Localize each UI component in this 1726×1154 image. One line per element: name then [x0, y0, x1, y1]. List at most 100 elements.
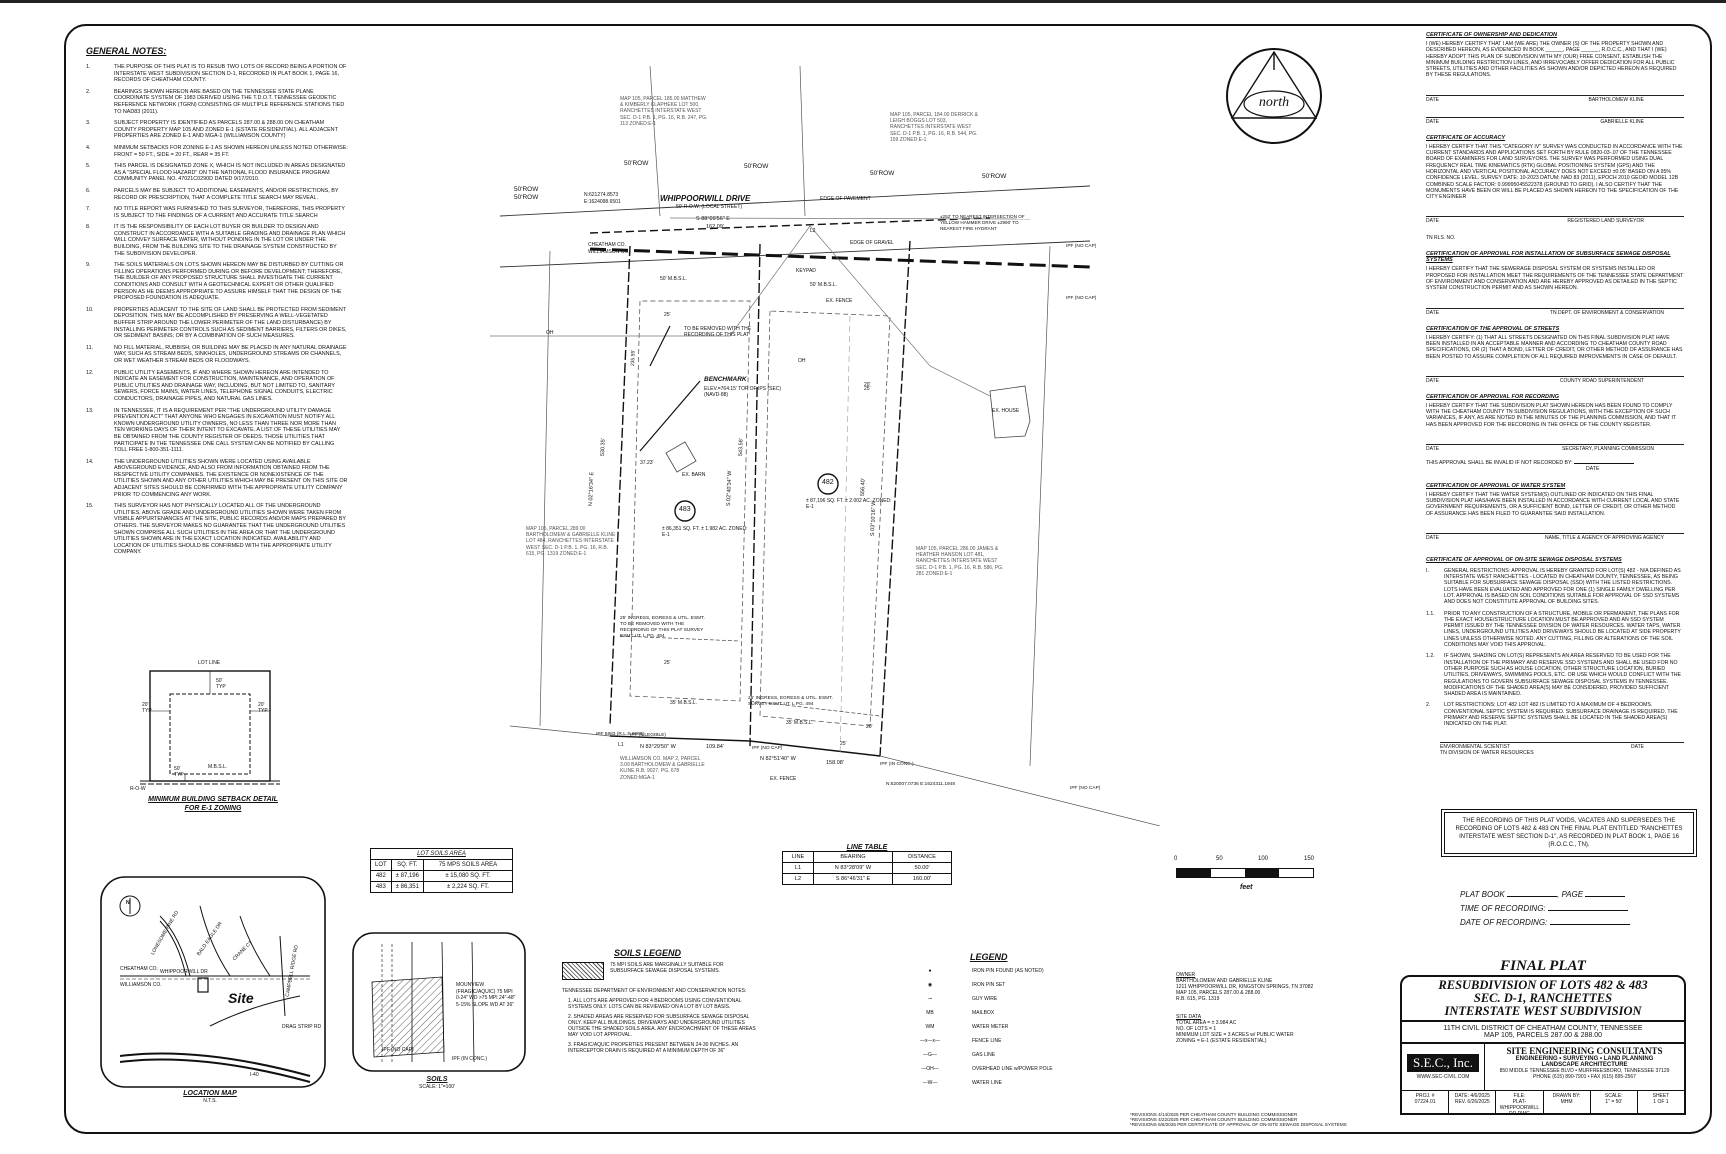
cert-onsite-title: CERTIFICATE OF APPROVAL OF ON-SITE SEWAG…: [1426, 556, 1622, 563]
cert-sewage-title: CERTIFICATION OF APPROVAL FOR INSTALLATI…: [1426, 251, 1671, 264]
soils-legend-title: SOILS LEGEND: [614, 948, 682, 958]
setback-msbl: M.B.S.L.: [208, 764, 228, 770]
table-row: L2 S 86°46'31" E 160.00': [782, 873, 952, 885]
county-label: CHEATHAM CO.: [588, 242, 626, 248]
owner-line: BARTHOLOMEW AND GABRIELLE KLINE: [1176, 978, 1273, 984]
firm-logo: S.E.C., Inc.: [1407, 1054, 1479, 1072]
soils-map-ipf: IPF (IN CONC.): [452, 1056, 487, 1062]
site-data-title: SITE DATA: [1176, 1014, 1202, 1020]
setback-bottom-typ: TYP: [174, 772, 184, 778]
general-note-text: THIS PARCEL IS DESIGNATED ZONE X, WHICH …: [114, 163, 346, 183]
scale-tick: 100: [1258, 856, 1269, 862]
soils-map-drawing: [352, 932, 526, 1072]
cert-streets-text: I HEREBY CERTIFY: (1) THAT ALL STREETS D…: [1426, 334, 1683, 360]
ipf-label: IPF (NO CAP): [1066, 244, 1097, 249]
plat-book-label: PLAT BOOK: [1460, 890, 1505, 899]
onsite-item-text: PRIOR TO ANY CONSTRUCTION OF A STRUCTURE…: [1444, 610, 1681, 649]
table-row: L1 N 83°28'09" W 50.00': [782, 862, 952, 874]
row-label: 50'ROW: [514, 186, 539, 193]
setback-right-typ: TYP: [258, 708, 268, 714]
date-recording-label: DATE OF RECORDING:: [1460, 918, 1548, 927]
title-footer-cell: DRAWN BY:MHM: [1544, 1091, 1591, 1113]
adjacent-owner: MAP 105, PARCEL 289.00 BARTHOLOMEW & GAB…: [526, 526, 616, 557]
road-sub: 50' R.O.W. (LOCAL STREET): [676, 204, 743, 210]
overhead-line: [839, 315, 851, 757]
dim-label: 20': [866, 724, 873, 730]
table-cell: 482: [370, 870, 392, 882]
title-footer-value: PLAT-WHIPPOORWILL DR.DWG: [1499, 1099, 1540, 1117]
location-map-label: WHIPPOORWILL DR: [160, 969, 208, 975]
table-cell: 160.00': [892, 873, 952, 885]
general-note: 13.IN TENNESSEE, IT IS A REQUIREMENT PER…: [86, 408, 348, 454]
county-label: WILLIAMSON CO.: [588, 249, 630, 255]
sig-label: TN DEPT. OF ENVIRONMENT & CONSERVATION: [1549, 309, 1664, 316]
cert-streets-title: CERTIFICATION OF THE APPROVAL OF STREETS: [1426, 325, 1560, 332]
cert-ownership-text: I (WE) HEREBY CERTIFY THAT I AM (WE ARE)…: [1426, 41, 1677, 79]
general-note-number: 1.: [86, 64, 91, 70]
revision-line: *REVISIONS 6/6/2025 PER CERTIFICATE OF A…: [1130, 1122, 1347, 1127]
ipf-label: IPF (NO CAP): [1070, 786, 1101, 791]
title-footer-cell: FILE:PLAT-WHIPPOORWILL DR.DWG: [1496, 1091, 1544, 1117]
benchmark-info: ELEV.=764.15' TOP OF IPS (SEC) (NAVD-88): [704, 386, 782, 399]
ex-fence-label: EX. FENCE: [826, 298, 853, 304]
general-note-text: THE PURPOSE OF THIS PLAT IS TO RESUB TWO…: [114, 64, 347, 84]
lot-482-info: ± 87,196 SQ. FT. ± 2.002 AC. ZONED: E-1: [806, 498, 892, 511]
ex-fence-label: EX. FENCE: [770, 776, 797, 782]
sig-label: GABRIELLE KLINE: [1600, 118, 1644, 125]
lot-soils-header: SQ. FT.: [390, 859, 424, 871]
owner-line: 1211 WHIPPOORWILL DR, KINGSTON SPRINGS, …: [1176, 984, 1314, 990]
legend-symbol: —x—x—: [920, 1038, 940, 1044]
table-cell: 483: [370, 881, 392, 893]
general-note-number: 15.: [86, 503, 94, 510]
title-footer-label: PROJ. #: [1415, 1093, 1435, 1099]
soils-map-label: MOUNVIEW (FRAGIC/AQUIC) 75 MPI 0-24" WD …: [456, 982, 516, 1008]
line-l1: L1: [618, 742, 624, 748]
title-footer-value: REV. 6/26/2025: [1454, 1099, 1490, 1105]
cert-recording-invalid: THIS APPROVAL SHALL BE INVALID IF NOT RE…: [1426, 460, 1573, 467]
setback-top-dim: 50': [216, 678, 223, 684]
lot-boundary-south: [609, 735, 881, 757]
west-distance: 530.35': [600, 438, 607, 457]
onsite-item-number: I.: [1426, 567, 1429, 574]
site-data-line: MINIMUM LOT SIZE = 3 ACRES w/ PUBLIC WAT…: [1176, 1032, 1294, 1038]
firm-services: ENGINEERING • SURVEYING • LAND PLANNING: [1515, 1056, 1654, 1062]
sig-label: REGISTERED LAND SURVEYOR: [1567, 218, 1644, 225]
general-note: 5.THIS PARCEL IS DESIGNATED ZONE X, WHIC…: [86, 163, 348, 183]
onsite-item-text: GENERAL RESTRICTIONS: APPROVAL IS HEREBY…: [1444, 567, 1681, 606]
setback-bottom-dim: 50': [174, 766, 181, 772]
soils-map-ipf: IPF (NO CAP): [382, 1047, 414, 1053]
owner-title: OWNER: [1176, 972, 1196, 978]
sig-label: DATE: [1426, 534, 1439, 541]
sig-label: DATE: [1426, 96, 1439, 103]
msbl-label: 25': [664, 312, 671, 318]
esmt-line: [619, 635, 741, 642]
cert-recording-text: I HEREBY CERTIFY THAT THE SUBDIVISION PL…: [1426, 402, 1677, 428]
general-note-text: BEARINGS SHOWN HEREON ARE BASED ON THE T…: [114, 88, 345, 115]
title-footer-value: 1" = 50': [1605, 1099, 1623, 1105]
revision-line: *REVISIONS 4/14/2025 PER CHEATHAM COUNTY…: [1130, 1112, 1298, 1117]
line-l2: L2: [810, 228, 816, 234]
msbl-label: 25': [664, 660, 671, 666]
general-note: 11.NO FILL MATERIAL, RUBBISH, OR BUILDIN…: [86, 345, 348, 365]
general-notes-list: 1. THE PURPOSE OF THIS PLAT IS TO RESUB T…: [86, 64, 348, 556]
road-name: WHIPPOORWILL DRIVE: [660, 194, 751, 203]
location-map-label: DRAG STRIP RD: [282, 1024, 322, 1030]
county-line: [589, 247, 1091, 269]
location-map-label: I-40: [250, 1072, 259, 1078]
onsite-item: I. GENERAL RESTRICTIONS: APPROVAL IS HERE…: [1426, 568, 1684, 606]
ex-house: [989, 385, 1031, 439]
general-note: 14.THE UNDERGROUND UTILITIES SHOWN WERE …: [86, 459, 348, 499]
legend-item: —W—WATER LINE: [900, 1080, 1100, 1086]
owner-line: MAP 105, PARCELS 287.00 & 288.00: [1176, 990, 1261, 996]
title-footer-cell: SCALE:1" = 50': [1591, 1091, 1638, 1113]
general-note-text: NO FILL MATERIAL, RUBBISH, OR BUILDING M…: [114, 344, 347, 364]
legend-symbol: WM: [925, 1024, 935, 1030]
title-footer-value: 1 OF 1: [1653, 1099, 1669, 1105]
north-arrow: north: [1224, 46, 1324, 146]
line-table-header: DISTANCE: [892, 851, 952, 863]
title-footer-label: FILE:: [1513, 1093, 1526, 1099]
general-notes: GENERAL NOTES: 1.THE PURPOSE OF THIS PLA…: [86, 46, 348, 561]
cert-recording-invalid-date: DATE: [1586, 466, 1600, 473]
firm-services-2: LANDSCAPE ARCHITECTURE: [1541, 1062, 1628, 1068]
